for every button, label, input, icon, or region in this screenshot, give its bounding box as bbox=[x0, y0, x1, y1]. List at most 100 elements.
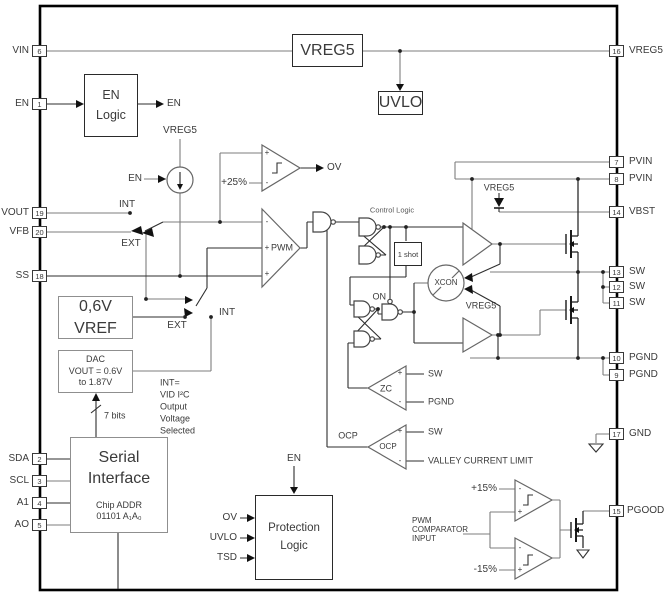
pwm-comp-note-line3: INPUT bbox=[412, 534, 436, 543]
minus15-label: -15% bbox=[473, 564, 497, 575]
vbst-diode bbox=[494, 198, 504, 207]
xcon-slash bbox=[432, 270, 460, 296]
tsd-input-label: TSD bbox=[217, 552, 237, 563]
logic-wires bbox=[47, 103, 501, 589]
logic-gates bbox=[312, 211, 404, 348]
int-note-line1: INT= bbox=[160, 377, 180, 388]
dac-block: DAC VOUT = 0.6V to 1.87V bbox=[58, 350, 133, 393]
pin-label-scl: SCL bbox=[9, 475, 29, 486]
ocp-plus-mark: + bbox=[397, 426, 403, 435]
pin-label-vout: VOUT bbox=[1, 207, 29, 218]
dac-line2: VOUT = 0.6V bbox=[68, 365, 123, 376]
serial-interface-addr: Chip ADDR 01101 A₁A₀ bbox=[96, 500, 142, 523]
int-note-line5: Selected bbox=[160, 425, 196, 436]
pin-sw11: 11 bbox=[609, 297, 624, 309]
en-logic-line1: EN bbox=[102, 88, 120, 103]
dac-line3: to 1.87V bbox=[78, 377, 113, 388]
pin-vreg5: 16 bbox=[609, 45, 624, 57]
pin-label-sda: SDA bbox=[8, 453, 29, 464]
vreg5-ls-driver-label: VREG5 bbox=[465, 300, 497, 311]
pin-label-vfb: VFB bbox=[9, 226, 29, 237]
sr-latch-bottom-b bbox=[353, 330, 371, 348]
ground-icon bbox=[587, 443, 605, 453]
valley-current-limit-label: VALLEY CURRENT LIMIT bbox=[428, 455, 534, 466]
pwm-comp-note-line2: COMPARATOR bbox=[412, 525, 469, 534]
ov-input-label: OV bbox=[222, 512, 237, 523]
pin-pvin8: 8 bbox=[609, 173, 624, 185]
pin-pgnd9: 9 bbox=[609, 369, 624, 381]
pin-label-pgood: PGOOD bbox=[627, 505, 664, 516]
nand-gate-pwm bbox=[312, 211, 332, 233]
ocp-comparator-label: OCP bbox=[379, 442, 397, 451]
pwm-comparator-label: PWM bbox=[271, 242, 293, 253]
pin-en: 1 bbox=[32, 98, 47, 110]
ext-mid-label: EXT bbox=[167, 320, 187, 331]
pgood-comparator-upper bbox=[514, 478, 554, 523]
pwm-comparator bbox=[261, 207, 301, 289]
en-logic-line2: Logic bbox=[96, 107, 126, 122]
ocp-output-label: OCP bbox=[338, 430, 358, 441]
pin-scl: 3 bbox=[32, 475, 47, 487]
sw-zc-label: SW bbox=[428, 368, 443, 379]
pin-label-pgnd9: PGND bbox=[629, 369, 658, 380]
protection-logic-block: Protection Logic bbox=[255, 495, 333, 580]
pin-label-a1: A1 bbox=[16, 497, 29, 508]
pwm-comp-note-line1: PWM bbox=[412, 516, 432, 525]
on-label: ON bbox=[372, 291, 387, 302]
vref-line2: VREF bbox=[74, 319, 117, 337]
seven-bits-label: 7 bits bbox=[104, 410, 126, 421]
int-mid-label: INT bbox=[219, 307, 236, 318]
uvlo-input-label: UVLO bbox=[209, 532, 237, 543]
pin-pgnd10: 10 bbox=[609, 352, 624, 364]
sw-ocp-label: SW bbox=[428, 426, 443, 437]
hysteresis-icon bbox=[523, 554, 533, 566]
hysteresis-icon bbox=[523, 494, 533, 506]
ground-symbols bbox=[575, 443, 605, 559]
pin-pgood: 15 bbox=[609, 505, 624, 517]
pin-label-ao: AO bbox=[14, 519, 29, 530]
pgood-upper-plus-mark: + bbox=[517, 507, 523, 516]
zc-minus-mark: - bbox=[398, 397, 402, 406]
pgood-lower-minus-mark: - bbox=[518, 543, 522, 552]
analog-wires bbox=[47, 50, 609, 571]
junction-dots bbox=[128, 49, 605, 360]
pin-label-pgnd10: PGND bbox=[629, 352, 658, 363]
ext-top-label: EXT bbox=[121, 238, 141, 249]
pgood-lower-plus-mark: + bbox=[517, 565, 523, 574]
one-shot-label: 1 shot bbox=[397, 249, 419, 259]
vreg5-current-source-label: VREG5 bbox=[163, 125, 197, 136]
on-gate bbox=[381, 303, 399, 321]
pwm-plus2-mark: + bbox=[264, 269, 270, 278]
sr-latch-top-a bbox=[358, 217, 377, 237]
ov-output-label: OV bbox=[327, 162, 342, 173]
pgood-upper-minus-mark: - bbox=[518, 484, 522, 493]
pin-ao: 5 bbox=[32, 519, 47, 531]
zc-plus-mark: + bbox=[397, 368, 403, 377]
int-note-line4: Voltage bbox=[160, 413, 191, 424]
vreg5-block-label: VREG5 bbox=[300, 41, 355, 59]
pin-label-gnd: GND bbox=[629, 428, 652, 439]
pwm-minus-mark: - bbox=[265, 217, 269, 226]
dac-line1: DAC bbox=[85, 353, 105, 364]
serial-interface-title: Serial Interface bbox=[88, 448, 150, 490]
ground-icon bbox=[575, 549, 591, 559]
xcon-label: XCON bbox=[434, 278, 458, 287]
pin-label-vin: VIN bbox=[12, 45, 29, 56]
pgnd-zc-label: PGND bbox=[428, 396, 455, 407]
protection-line2: Logic bbox=[280, 539, 308, 552]
pin-ss: 18 bbox=[32, 270, 47, 282]
zc-comparator-label: ZC bbox=[380, 383, 392, 394]
pin-sw13: 13 bbox=[609, 266, 624, 278]
mosfets bbox=[565, 179, 584, 548]
ls-driver bbox=[462, 316, 494, 354]
ocp-comparator bbox=[366, 423, 407, 471]
pin-label-sw13: SW bbox=[629, 266, 646, 277]
ov-minus-mark: - bbox=[265, 178, 269, 187]
en-current-source-label: EN bbox=[128, 173, 142, 184]
pin-label-vreg5: VREG5 bbox=[629, 45, 663, 56]
pin-a1: 4 bbox=[32, 497, 47, 509]
pin-label-sw11: SW bbox=[629, 297, 646, 308]
hs-driver bbox=[462, 221, 494, 267]
